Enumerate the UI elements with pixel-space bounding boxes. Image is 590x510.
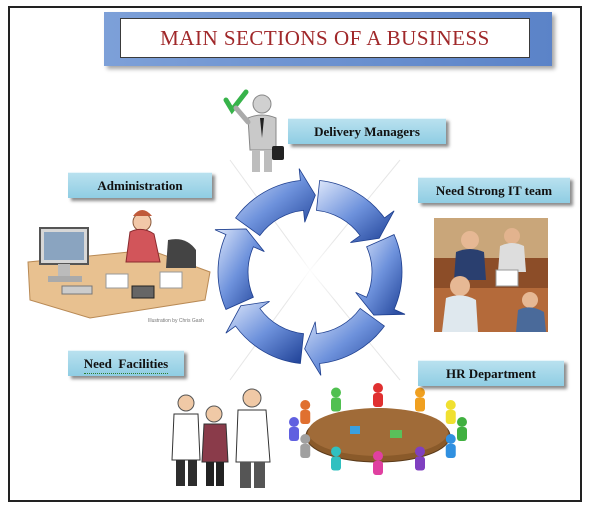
administration-text: Administration (97, 177, 183, 193)
hr-person-body (445, 444, 456, 458)
hr-person-body (415, 456, 425, 471)
cycle-center-glow (270, 232, 350, 312)
hr-person-head (300, 434, 311, 444)
hr-person-body (300, 444, 311, 458)
hr-person-body (445, 410, 456, 424)
cycle-arrow-segment (214, 228, 265, 310)
hr-person-head (289, 417, 299, 427)
cycle-arrow-segment (304, 307, 385, 376)
hr-person-head (331, 446, 341, 457)
hr-person-body (331, 397, 341, 412)
hr-department-text: HR Department (446, 365, 536, 381)
hr-person-head (445, 400, 456, 410)
hr-department-illustration (289, 383, 467, 475)
facilities-illustration (171, 388, 271, 488)
delivery-managers-text: Delivery Managers (314, 123, 420, 139)
cycle-arrow-segment (355, 234, 406, 316)
hr-person-head (457, 417, 467, 427)
hr-person-head (373, 383, 383, 393)
hr-person-body (289, 427, 299, 441)
checkmark-icon (223, 89, 249, 115)
cycle-arrow-segment (225, 300, 304, 364)
hr-person-head (300, 400, 311, 410)
hr-person-body (373, 461, 383, 475)
label-facilities: Need Facilities (68, 350, 184, 376)
hr-person-head (331, 387, 341, 398)
cycle-arrow-segment (235, 168, 316, 237)
administration-illustration (27, 210, 211, 319)
delivery-manager-illustration (223, 89, 284, 172)
label-it-team: Need Strong IT team (418, 177, 570, 203)
label-delivery-managers: Delivery Managers (288, 118, 446, 144)
label-administration: Administration (68, 172, 212, 198)
label-hr-department: HR Department (418, 360, 564, 386)
it-team-text: Need Strong IT team (435, 182, 553, 198)
hr-person-head (445, 434, 456, 444)
hr-person-body (331, 456, 341, 471)
hr-person-body (373, 393, 383, 407)
hr-person-head (415, 446, 425, 457)
hr-person-head (373, 451, 383, 461)
illustration-credit: Illustration by Chris Gash (148, 318, 204, 324)
it-team-photo (434, 218, 548, 332)
diagram-title: MAIN SECTIONS OF A BUSINESS (160, 25, 490, 50)
hr-person-body (300, 410, 311, 424)
facilities-text: Need Facilities (83, 355, 169, 374)
hr-person-head (415, 387, 425, 398)
cycle-arrow-segment (316, 180, 395, 244)
hr-person-body (457, 427, 467, 441)
hr-person-body (415, 397, 425, 412)
title-box: MAIN SECTIONS OF A BUSINESS (120, 18, 530, 58)
cycle-arrows (214, 168, 406, 376)
